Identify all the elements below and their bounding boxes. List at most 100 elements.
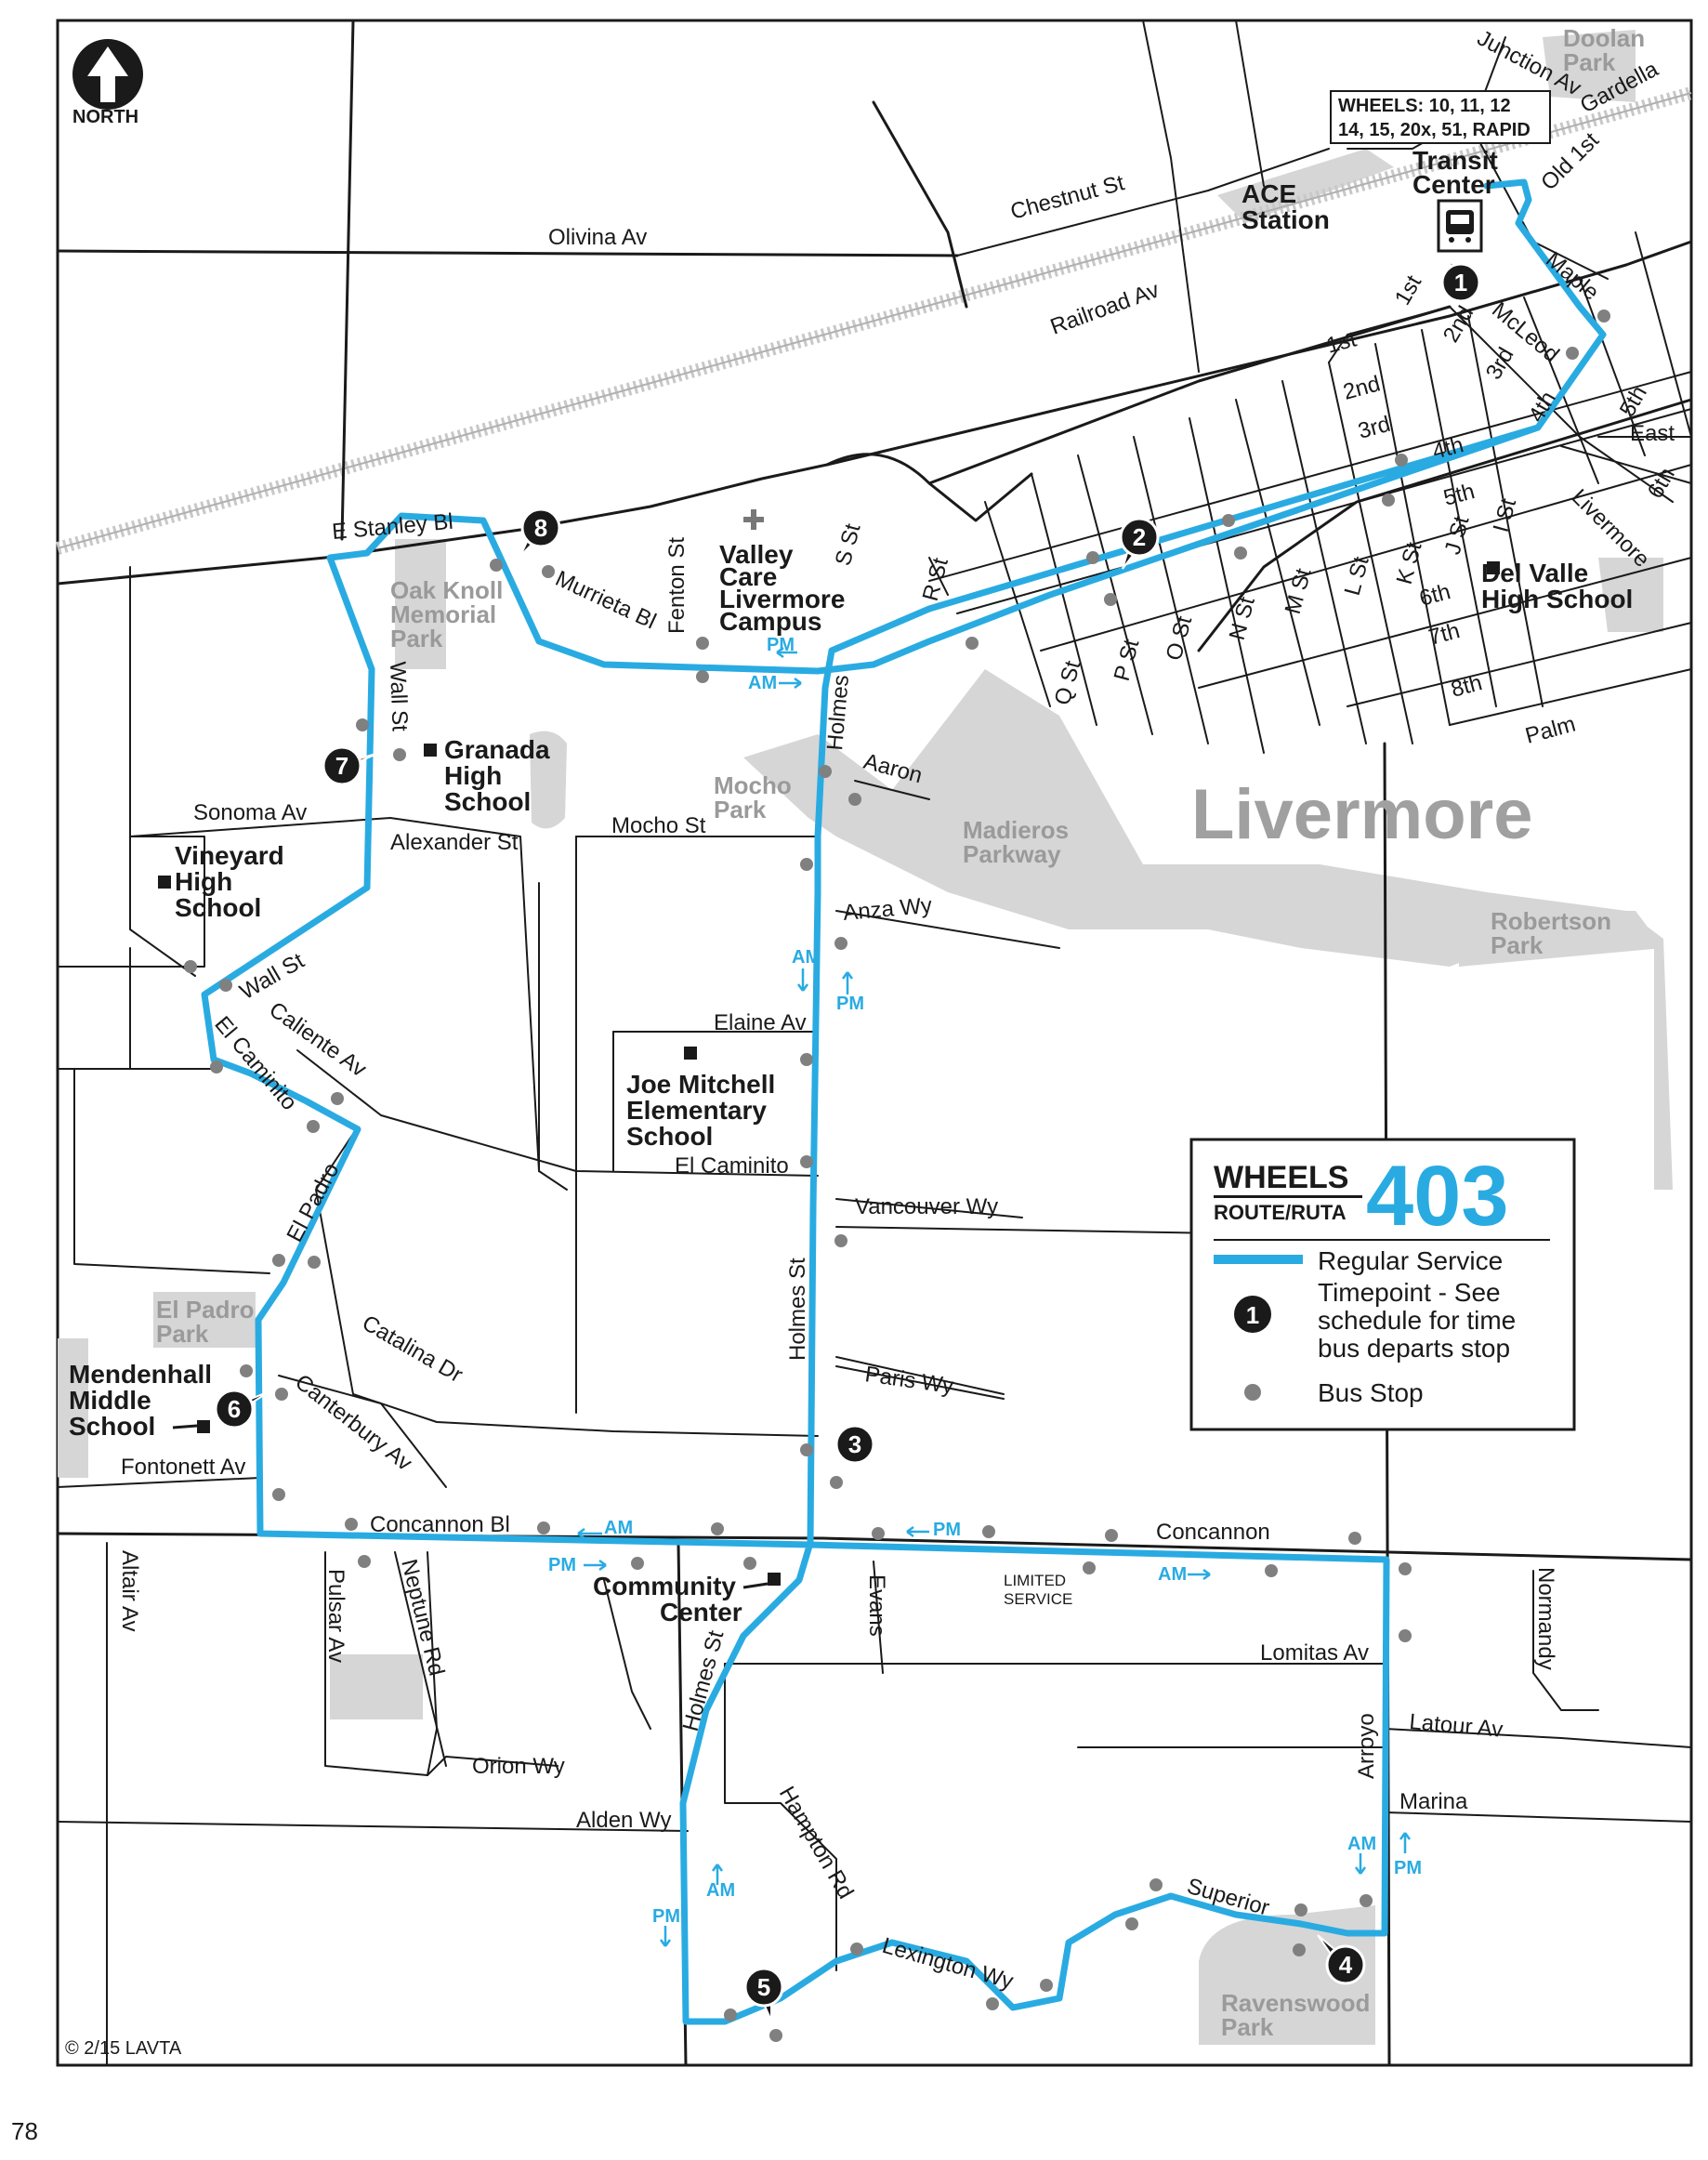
bus-stops (184, 267, 1610, 2042)
park-label: Park (390, 625, 443, 652)
bus-stop (1360, 1894, 1373, 1907)
am-label: AM (706, 1880, 735, 1901)
bus-stop (834, 1234, 847, 1247)
bus-stop (1234, 547, 1247, 560)
legend-subtitle: ROUTE/RUTA (1214, 1201, 1347, 1224)
bus-stop (986, 1997, 999, 2010)
bus-stop (1105, 1529, 1118, 1542)
timepoint-circle (743, 1967, 784, 2008)
timepoint-number: 3 (848, 1430, 861, 1458)
bus-stop (819, 765, 832, 778)
bus-stop (542, 565, 555, 578)
legend-brand: WHEELS (1214, 1160, 1348, 1195)
bus-stop (800, 858, 813, 871)
bus-stop (1265, 1564, 1278, 1577)
bus-stop (966, 637, 979, 650)
bus-stop (1083, 1561, 1096, 1574)
legend-regular-service: Regular Service (1318, 1246, 1503, 1275)
park-delvalle (1598, 558, 1663, 632)
bus-stop (724, 2009, 737, 2022)
bus-stop (1348, 1532, 1361, 1545)
hospital-icon (743, 509, 764, 530)
bus-stop (219, 979, 232, 992)
bus-stop (1086, 551, 1099, 564)
park-label: Doolan (1563, 24, 1645, 52)
timepoint-marker: 4 (1317, 1934, 1366, 1985)
park-label: Oak Knoll (390, 576, 503, 604)
street-label: El Caminito (675, 1153, 789, 1179)
place-label: Center (1412, 170, 1495, 199)
timepoint-number: 1 (1454, 269, 1467, 296)
street-label: Arroyo (1354, 1713, 1379, 1779)
timepoint-circle (834, 1424, 875, 1465)
park-label: Parkway (963, 840, 1061, 868)
place-label: Transit (1412, 146, 1498, 175)
timepoint-marker: 8 (519, 507, 561, 557)
railroad (56, 86, 1693, 555)
place-label: Middle (69, 1386, 151, 1415)
bus-stop (743, 1557, 756, 1570)
bus-stop (711, 1522, 724, 1535)
timepoint-number: 5 (757, 1973, 770, 2001)
bus-icon (1437, 199, 1483, 253)
bus-stop (537, 1521, 550, 1534)
legend-route-number: 403 (1366, 1149, 1509, 1244)
bus-stop (800, 1155, 813, 1168)
park-ace-station (1217, 149, 1394, 223)
pm-label: PM (548, 1555, 576, 1575)
street-label: Mocho St (611, 813, 706, 838)
bus-stop (1597, 310, 1610, 323)
park-mendenhall (58, 1338, 88, 1478)
school-icon (197, 1420, 210, 1433)
park-label: Park (156, 1320, 209, 1348)
place-labels: ACE Station Transit Center Valley Care L… (69, 146, 1633, 1627)
bus-stop (834, 937, 847, 950)
timepoint-circle (1325, 1944, 1366, 1985)
park-label: Park (714, 796, 767, 823)
street-label: Holmes St (785, 1258, 810, 1361)
timepoint-marker: 6 (214, 1389, 272, 1429)
bus-stop (872, 1527, 885, 1540)
am-label: AM (604, 1518, 633, 1538)
route-403-line (201, 178, 1607, 2025)
place-label: High School (1481, 585, 1633, 613)
place-label: Valley (719, 540, 794, 569)
street-label: Vancouver Wy (855, 1194, 998, 1219)
pm-label: PM (652, 1906, 680, 1927)
timepoint-circle (1440, 262, 1481, 303)
place-label: Joe Mitchell (626, 1070, 775, 1099)
bus-stop (272, 1488, 285, 1501)
bus-stop (800, 1443, 813, 1456)
park-label: El Padro (156, 1296, 254, 1324)
park-el-padro (153, 1292, 256, 1348)
pm-label: PM (836, 994, 864, 1014)
place-label: Station (1242, 205, 1330, 234)
place-label: School (175, 893, 261, 922)
bus-stop (631, 1557, 644, 1570)
street-label: Pulsar Av (323, 1569, 348, 1663)
place-label: Livermore (719, 585, 845, 613)
place-label: Community (593, 1572, 736, 1600)
timepoint-circle (520, 507, 561, 548)
legend-timepoint: schedule for time (1318, 1306, 1516, 1335)
street-label: Alden Wy (576, 1808, 672, 1833)
park-label: Mocho (714, 771, 792, 799)
park-label: Park (1491, 931, 1544, 959)
street-label: Concannon (1156, 1520, 1270, 1545)
street-label: Fontonett Av (121, 1455, 245, 1480)
street-label: Alexander St (390, 830, 519, 855)
timepoint-number: 7 (335, 752, 348, 780)
bus-stop (696, 670, 709, 683)
school-icon (424, 744, 437, 757)
park-granada (530, 731, 567, 829)
am-label: AM (1158, 1564, 1187, 1585)
bus-stop (1104, 593, 1117, 606)
bus-stop (1150, 1878, 1163, 1891)
place-label: ACE (1242, 179, 1296, 208)
bus-stop (356, 718, 369, 731)
street-label: Normandy (1533, 1567, 1558, 1670)
park-areas (58, 30, 1673, 2045)
timepoint-number: 6 (228, 1395, 241, 1423)
park-robertson (1459, 911, 1663, 967)
street-label: Concannon Bl (370, 1512, 510, 1537)
